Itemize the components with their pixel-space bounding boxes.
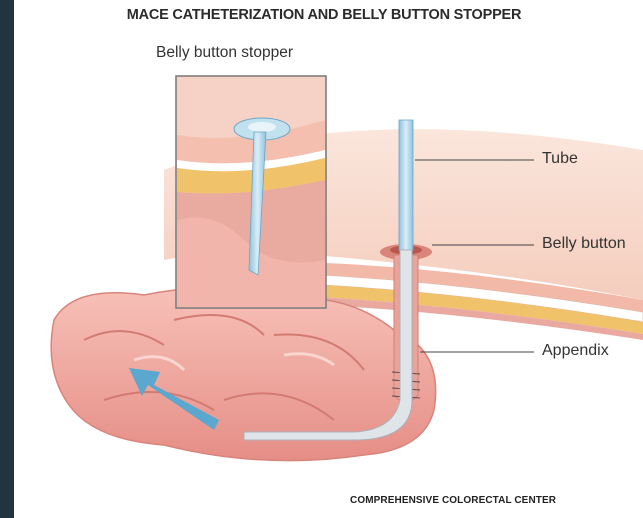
credit-line: COMPREHENSIVE COLORECTAL CENTER (350, 495, 556, 506)
callout-tube: Tube (542, 150, 578, 168)
catheter-tube (399, 120, 413, 250)
diagram-frame: MACE CATHETERIZATION AND BELLY BUTTON ST… (14, 0, 643, 518)
inset-closeup (176, 76, 326, 308)
callout-appendix: Appendix (542, 342, 609, 360)
diagram-title: MACE CATHETERIZATION AND BELLY BUTTON ST… (24, 7, 624, 23)
illustration (14, 0, 643, 518)
inset-label: Belly button stopper (156, 44, 293, 62)
callout-belly-button: Belly button (542, 235, 626, 253)
